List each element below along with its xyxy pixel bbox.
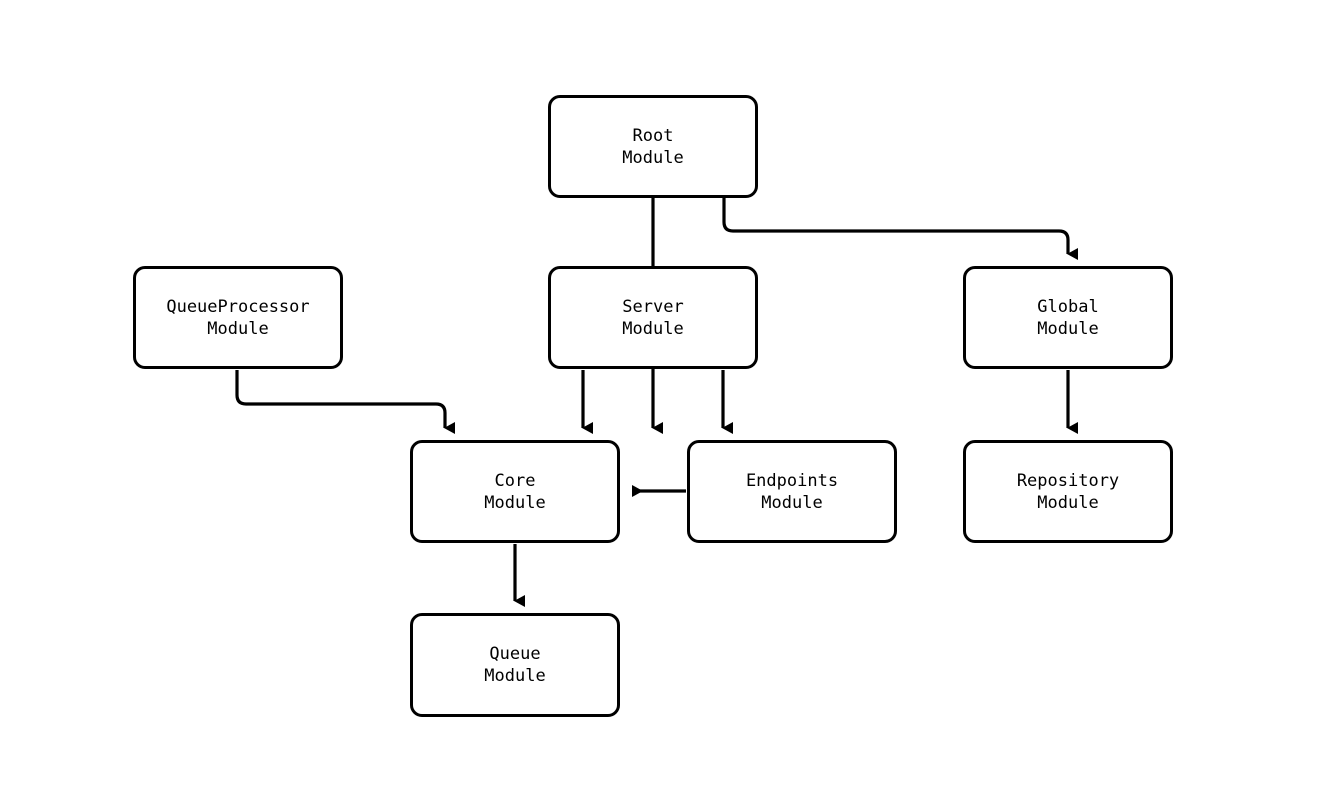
node-label-line2: Module xyxy=(484,666,546,686)
node-label-line2: Module xyxy=(484,492,546,513)
node-label-line2: Module xyxy=(622,147,684,168)
node-label-line2: Module xyxy=(207,318,269,339)
node-label-line1: Global xyxy=(1037,296,1099,317)
node-label-line1: QueueProcessor xyxy=(166,296,310,317)
node-label-line1: Endpoints xyxy=(745,470,839,491)
node-core-module[interactable]: Core Module xyxy=(410,440,620,543)
node-label-line2: Module xyxy=(1037,318,1099,339)
node-endpoints-module[interactable]: Endpoints Module xyxy=(687,440,897,543)
node-repository-module[interactable]: Repository Module xyxy=(963,440,1173,543)
node-label-line2: Module xyxy=(622,318,684,339)
node-label-line1: Repository xyxy=(1016,470,1120,491)
node-label-line1: Core xyxy=(494,470,536,491)
node-label-line2: Module xyxy=(761,492,823,513)
node-label-line1: Queue xyxy=(489,644,541,664)
node-queueprocessor-module[interactable]: QueueProcessor Module xyxy=(133,266,343,369)
node-label-line2: Module xyxy=(1037,492,1099,513)
edge-root-to-global xyxy=(722,198,1078,260)
node-global-module[interactable]: Global Module xyxy=(963,266,1173,369)
node-label-line1: Server xyxy=(622,296,684,317)
edge-queueprocessor-to-core xyxy=(235,370,455,434)
node-queue-module[interactable]: Queue Module xyxy=(410,613,620,717)
node-root-module[interactable]: Root Module xyxy=(548,95,758,198)
node-label-line1: Root xyxy=(632,125,674,146)
node-server-module[interactable]: Server Module xyxy=(548,266,758,369)
